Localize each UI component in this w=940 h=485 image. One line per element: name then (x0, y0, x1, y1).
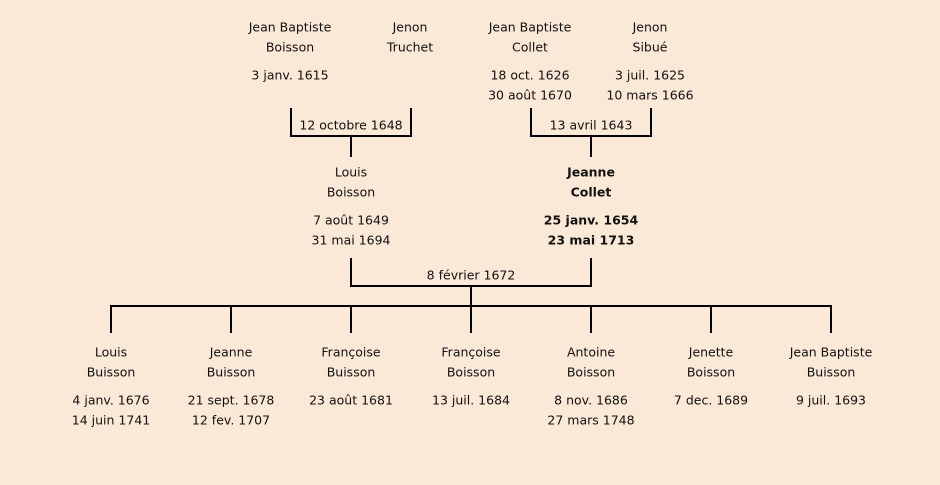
person-birth-date: 3 juil. 1625 (614, 67, 686, 83)
bracket-right (650, 108, 652, 137)
person-death-date: 31 mai 1694 (311, 232, 391, 248)
descent-line (470, 285, 472, 307)
person-death-date: 23 mai 1713 (547, 232, 635, 248)
bracket-left (530, 108, 532, 137)
person-first-name: Françoise (321, 344, 381, 360)
person-birth-date: 13 juil. 1684 (432, 392, 510, 408)
person-last-name: Collet (570, 184, 612, 200)
person-death-date: 14 juin 1741 (71, 412, 151, 428)
marriage-date: 8 février 1672 (426, 267, 516, 283)
descent-line (350, 135, 352, 157)
person-death-date: 30 août 1670 (488, 87, 572, 103)
marriage-date: 12 octobre 1648 (299, 117, 403, 133)
person-last-name: Buisson (806, 364, 856, 380)
person-birth-date: 4 janv. 1676 (72, 392, 150, 408)
person-last-name: Collet (512, 39, 548, 55)
person-last-name: Boisson (326, 184, 376, 200)
person-last-name: Buisson (206, 364, 256, 380)
child-drop-line (710, 305, 712, 333)
child-drop-line (230, 305, 232, 333)
child-drop-line (470, 305, 472, 333)
person-first-name: Jeanne (209, 344, 253, 360)
person-death-date: 10 mars 1666 (606, 87, 694, 103)
person-last-name: Buisson (86, 364, 136, 380)
person-last-name: Sibué (632, 39, 668, 55)
person-first-name: Jeanne (567, 164, 615, 180)
person-last-name: Buisson (326, 364, 376, 380)
person-first-name: Jean Baptiste (248, 19, 332, 35)
child-drop-line (830, 305, 832, 333)
person-last-name: Boisson (686, 364, 736, 380)
person-death-date: 27 mars 1748 (547, 412, 635, 428)
person-first-name: Antoine (566, 344, 616, 360)
person-last-name: Boisson (446, 364, 496, 380)
child-drop-line (350, 305, 352, 333)
person-birth-date: 7 dec. 1689 (673, 392, 749, 408)
person-birth-date: 18 oct. 1626 (490, 67, 570, 83)
person-birth-date: 23 août 1681 (309, 392, 393, 408)
bracket-left (290, 108, 292, 137)
person-birth-date: 21 sept. 1678 (187, 392, 275, 408)
person-death-date: 12 fev. 1707 (191, 412, 271, 428)
person-birth-date: 3 janv. 1615 (251, 67, 329, 83)
person-birth-date: 7 août 1649 (313, 212, 389, 228)
bracket-right (410, 108, 412, 137)
person-last-name: Truchet (386, 39, 434, 55)
person-last-name: Boisson (265, 39, 315, 55)
bracket-left (350, 258, 352, 287)
bracket-right (590, 258, 592, 287)
marriage-date: 13 avril 1643 (549, 117, 633, 133)
child-drop-line (590, 305, 592, 333)
person-birth-date: 25 janv. 1654 (543, 212, 639, 228)
person-first-name: Louis (334, 164, 368, 180)
person-first-name: Jean Baptiste (789, 344, 873, 360)
person-first-name: Jenette (688, 344, 734, 360)
person-birth-date: 8 nov. 1686 (554, 392, 628, 408)
person-first-name: Françoise (441, 344, 501, 360)
child-drop-line (110, 305, 112, 333)
person-birth-date: 9 juil. 1693 (795, 392, 867, 408)
person-first-name: Louis (94, 344, 128, 360)
person-last-name: Boisson (566, 364, 616, 380)
person-first-name: Jenon (392, 19, 428, 35)
descent-line (590, 135, 592, 157)
person-first-name: Jenon (632, 19, 668, 35)
person-first-name: Jean Baptiste (488, 19, 572, 35)
